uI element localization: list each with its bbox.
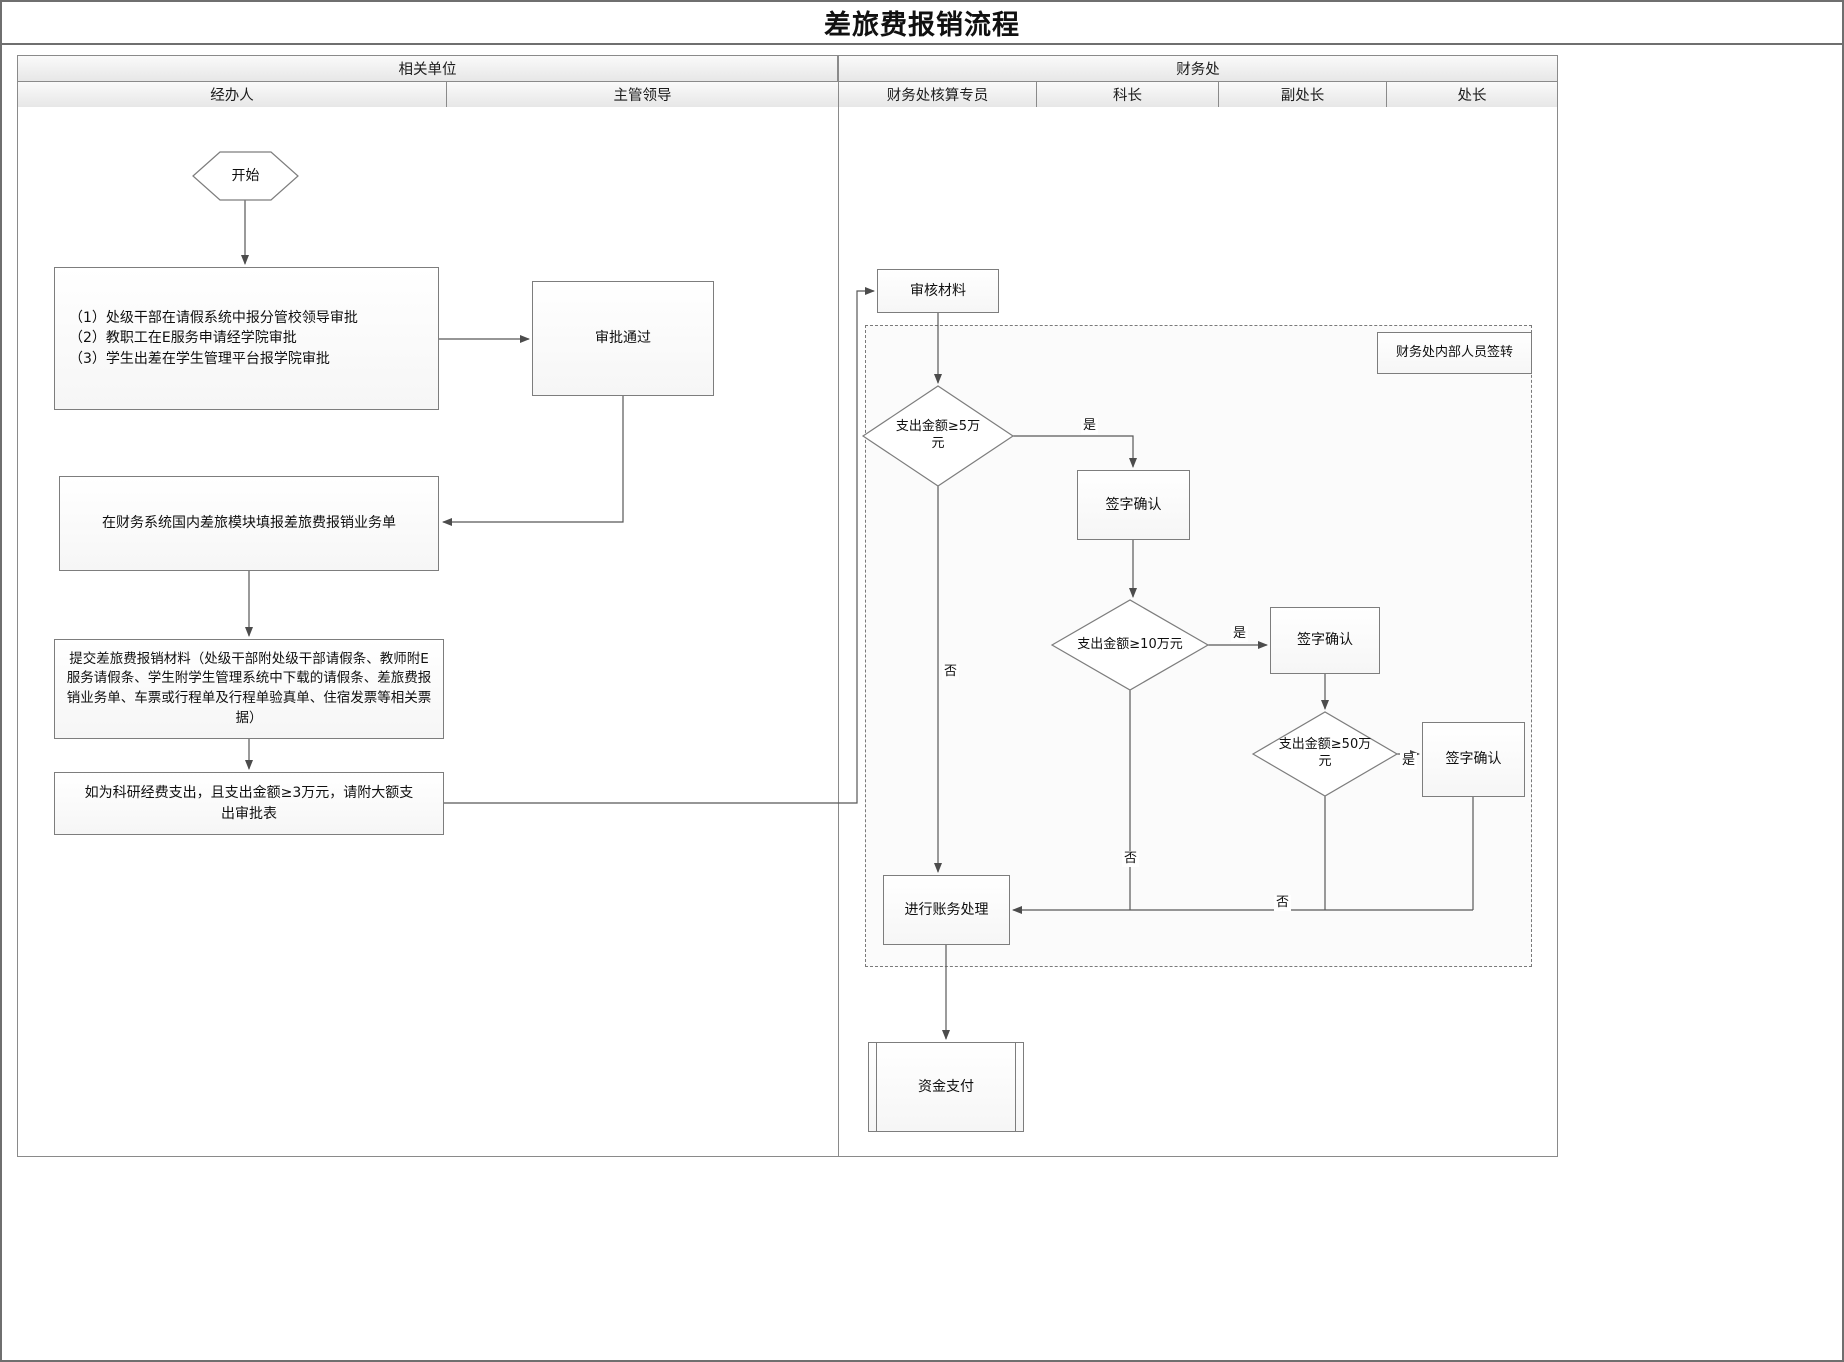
page-title: 差旅费报销流程 xyxy=(2,2,1842,45)
internal-transfer-label-box: 财务处内部人员签转 xyxy=(1377,332,1532,374)
large-expense-box: 如为科研经费支出，且支出金额≥3万元，请附大额支出审批表 xyxy=(54,772,444,835)
edge-label-yes-10w: 是 xyxy=(1231,626,1249,642)
lane-group-related-units: 相关单位 xyxy=(17,55,838,82)
edge-label-yes-50w: 是 xyxy=(1400,753,1418,769)
payment-label: 资金支付 xyxy=(918,1078,974,1095)
pre-approval-box: （1）处级干部在请假系统中报分管校领导审批 （2）教职工在E服务申请经学院审批 … xyxy=(54,267,439,410)
lane-supervisor: 主管领导 xyxy=(446,81,839,108)
edge-label-no-5w: 否 xyxy=(942,664,960,680)
decision-10w-label: 支出金额≥10万元 xyxy=(1077,636,1183,652)
account-processing-box: 进行账务处理 xyxy=(883,875,1010,945)
decision-50w-label: 支出金额≥50万元 xyxy=(1278,737,1372,769)
lane-director: 处长 xyxy=(1386,81,1558,108)
approval-passed-box: 审批通过 xyxy=(532,281,714,396)
lane-divider-line xyxy=(838,107,839,1157)
lane-deputy-director: 副处长 xyxy=(1218,81,1387,108)
submit-materials-box: 提交差旅费报销材料（处级干部附处级干部请假条、教师附E服务请假条、学生附学生管理… xyxy=(54,639,444,739)
edge-label-no-50w: 否 xyxy=(1274,895,1292,911)
fill-form-box: 在财务系统国内差旅模块填报差旅费报销业务单 xyxy=(59,476,439,571)
start-node: 开始 xyxy=(231,167,260,184)
payment-box: 资金支付 xyxy=(868,1042,1024,1132)
decision-5w-label: 支出金额≥5万元 xyxy=(895,419,981,451)
sign-confirm-deputy-box: 签字确认 xyxy=(1270,607,1380,674)
sign-confirm-chief-box: 签字确认 xyxy=(1077,470,1190,540)
payment-right-bar xyxy=(1015,1043,1016,1131)
payment-left-bar xyxy=(876,1043,877,1131)
lane-section-chief: 科长 xyxy=(1036,81,1219,108)
edge-label-yes-5w: 是 xyxy=(1081,418,1099,434)
review-materials-box: 审核材料 xyxy=(877,269,999,313)
lane-group-finance-office: 财务处 xyxy=(838,55,1558,82)
edge-label-no-10w: 否 xyxy=(1122,851,1140,867)
lane-finance-accountant: 财务处核算专员 xyxy=(838,81,1037,108)
sign-confirm-director-box: 签字确认 xyxy=(1422,722,1525,797)
lane-handler: 经办人 xyxy=(17,81,447,108)
